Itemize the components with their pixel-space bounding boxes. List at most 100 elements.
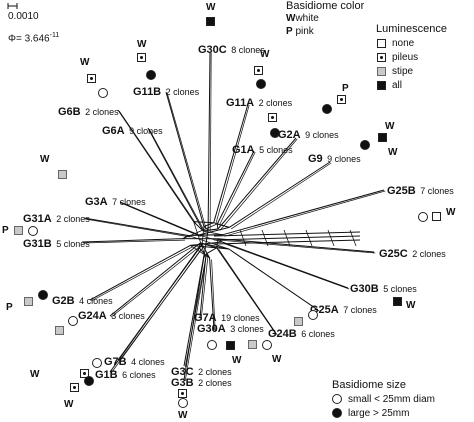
network-reticulation (283, 229, 291, 247)
taxon-clones: 19 clones (221, 313, 260, 323)
taxon-name: G11B (133, 86, 162, 98)
taxon-g3b: G3B 2 clones (171, 374, 232, 390)
g30a-size-small (207, 340, 217, 350)
network-edge (85, 218, 191, 238)
network-reticulation (188, 234, 223, 236)
g25a-size-small (308, 310, 318, 320)
legend-stipe-symbol (377, 67, 386, 76)
taxon-clones: 4 clones (131, 357, 165, 367)
network-edge (213, 231, 361, 237)
network-reticulation (200, 242, 217, 249)
taxon-g6b: G6B 2 clones (58, 103, 119, 119)
taxon-g31a: G31A 2 clones (23, 210, 90, 226)
g30c-color: W (206, 2, 216, 13)
g1b-color: W (64, 399, 74, 410)
network-edge (184, 259, 207, 382)
network-edge (121, 202, 201, 237)
taxon-g2a: G2A 9 clones (278, 126, 339, 142)
g7b-color: W (30, 369, 40, 380)
taxon-name: G7A (194, 312, 217, 324)
g6b-luminescence-pileus (87, 74, 96, 83)
g25b-color: W (446, 207, 456, 218)
network-edge (147, 127, 204, 232)
legend-pileus-label: pileus (392, 52, 419, 63)
network-edge (148, 128, 206, 233)
taxon-name: G31B (23, 238, 52, 250)
taxon-name: G2B (52, 295, 75, 307)
legend-color-white-key: W (286, 13, 296, 24)
scale-bar-value: 0.0010 (8, 11, 39, 22)
network-reticulation (193, 221, 214, 224)
legend-small-symbol (332, 394, 342, 404)
g2b-size-large (38, 290, 48, 300)
taxon-g30c: G30C 8 clones (198, 41, 265, 57)
taxon-name: G24A (78, 310, 107, 322)
taxon-g3a: G3A 7 clones (85, 193, 146, 209)
taxon-g30a: G30A 3 clones (197, 320, 264, 336)
taxon-clones: 2 clones (165, 87, 200, 97)
phi-value: Φ= 3.646-11 (8, 32, 59, 44)
g1b-luminescence-pileus (70, 383, 79, 392)
legend-stipe-label: stipe (392, 66, 414, 77)
taxon-g24a: G24A 3 clones (78, 307, 145, 323)
taxon-clones: 2 clones (198, 378, 232, 388)
g25a-luminescence-stipe (294, 317, 303, 326)
taxon-clones: 8 clones (231, 45, 265, 55)
taxon-clones: 2 clones (56, 214, 90, 224)
g30b-luminescence-all (393, 297, 402, 306)
network-edge (213, 103, 249, 223)
network-reticulation (213, 222, 230, 228)
legend-all-label: all (392, 80, 403, 91)
taxon-g25c: G25C 2 clones (379, 245, 446, 261)
g24b-color: W (272, 354, 282, 365)
network-reticulation (305, 229, 313, 247)
network-reticulation (349, 229, 357, 247)
taxon-g25b: G25B 7 clones (387, 182, 454, 198)
network-edge (223, 243, 350, 290)
taxon-clones: 2 clones (85, 107, 119, 117)
network-reticulation (203, 226, 209, 231)
taxon-name: G3A (85, 196, 108, 208)
network-reticulation (190, 245, 210, 259)
legend-color-white: Wwhite (286, 14, 319, 24)
network-reticulation (201, 226, 205, 245)
taxon-g31b: G31B 5 clones (23, 235, 90, 251)
taxon-g7b: G7B 4 clones (104, 353, 165, 369)
network-edge (217, 137, 297, 230)
g1b-size-large (84, 376, 94, 386)
legend-color-title: Basidiome color (286, 0, 365, 12)
taxon-clones: 5 clones (383, 284, 417, 294)
taxon-clones: 6 clones (301, 329, 335, 339)
network-edge (221, 241, 349, 289)
network-edge (91, 246, 193, 302)
network-edge (231, 162, 332, 230)
legend-luminescence-title: Luminescence (376, 23, 447, 35)
g9-color: W (388, 147, 398, 158)
g2a-luminescence-pileus (337, 95, 346, 104)
network-reticulation (203, 230, 223, 236)
network-edge (209, 52, 212, 232)
network-edge (109, 247, 200, 373)
network-edge (216, 150, 255, 225)
taxon-g25a: G25A 7 clones (310, 301, 377, 317)
g11b-luminescence-pileus (137, 53, 146, 62)
taxon-clones: 2 clones (198, 367, 232, 377)
legend-size-title: Basidiome size (332, 379, 406, 391)
legend-color-white-text: white (295, 13, 319, 24)
taxon-name: G2A (278, 129, 301, 141)
taxon-clones: 9 clones (327, 154, 361, 164)
network-reticulation (198, 247, 205, 255)
taxon-g24b: G24B 6 clones (268, 325, 335, 341)
taxon-clones: 6 clones (122, 370, 156, 380)
network-edge (219, 239, 376, 254)
taxon-name: G11A (226, 97, 255, 109)
taxon-name: G9 (308, 153, 323, 165)
network-edge (83, 239, 186, 244)
network-reticulation (198, 242, 201, 248)
network-edge (219, 138, 298, 231)
taxon-name: G6B (58, 106, 81, 118)
network-reticulation (203, 222, 214, 227)
g31a-size-small (28, 226, 38, 236)
legend-color-pink: P pink (286, 27, 314, 37)
